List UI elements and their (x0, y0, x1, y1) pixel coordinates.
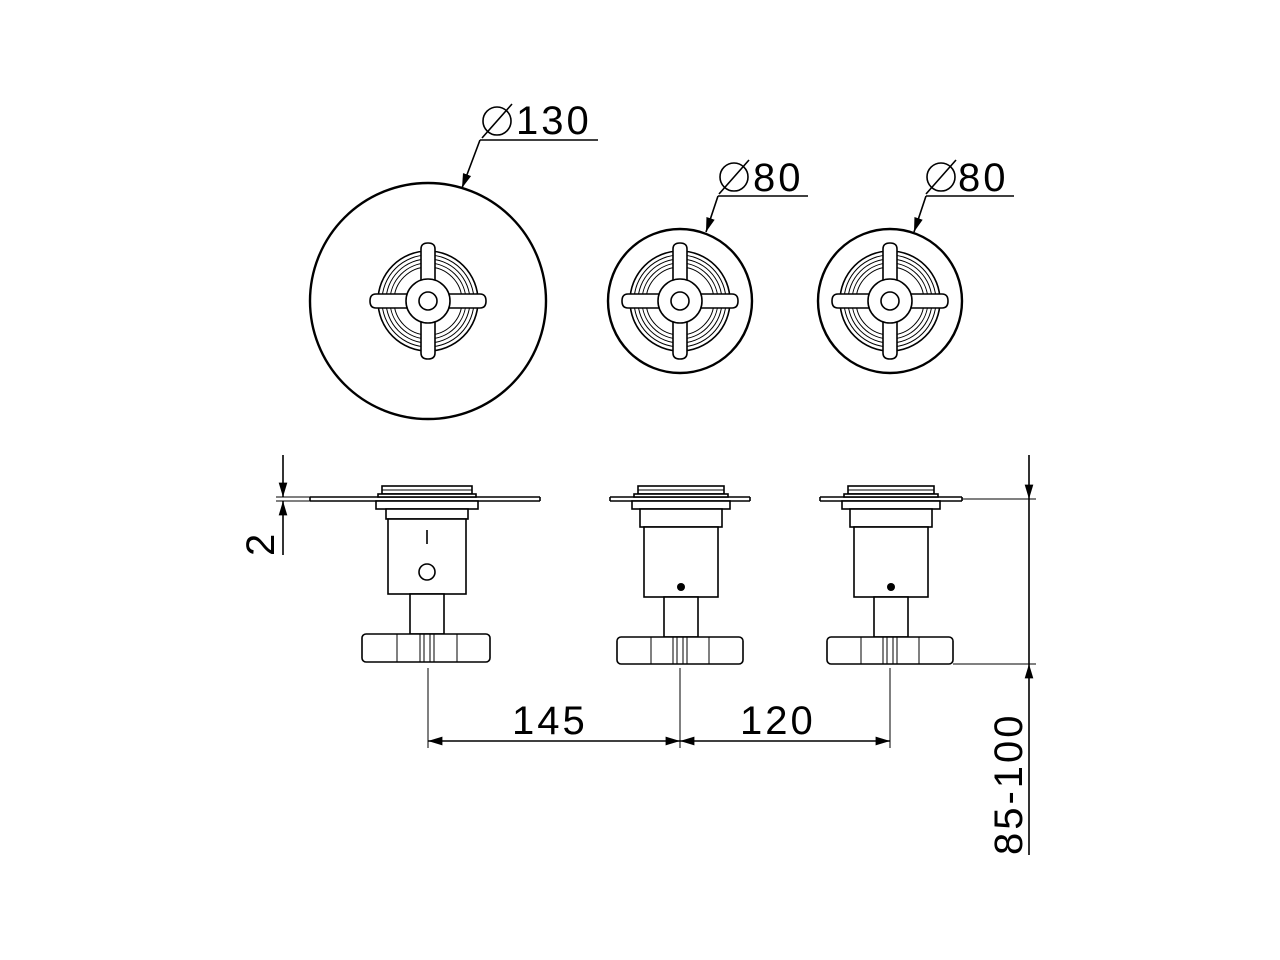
large-rosette (308, 181, 548, 421)
dimension-label-85-100: 85-100 (987, 712, 1031, 855)
dimension-label-120: 120 (740, 699, 816, 743)
dimension-label-d80-left: 80 (753, 156, 804, 200)
dimension-spacing: 145 (427, 668, 891, 748)
diameter-symbol-icon (925, 159, 957, 195)
small-rosette-left (606, 227, 754, 375)
valve-side-large (309, 485, 541, 663)
diameter-leader-80-left: 80 (705, 156, 808, 233)
dimension-label-d80-right: 80 (958, 156, 1009, 200)
diameter-symbol-icon (718, 159, 750, 195)
side-view: 2 145 120 85-100 (239, 455, 1036, 855)
dimension-label-d130: 130 (516, 99, 592, 143)
diameter-symbol-icon (481, 103, 513, 139)
dimension-label-2: 2 (239, 531, 283, 556)
diameter-leader-130: 130 (461, 99, 598, 189)
dimension-plate-thickness: 2 (239, 455, 310, 556)
valve-side-right (819, 485, 963, 665)
diameter-leader-80-right: 80 (913, 156, 1014, 233)
valve-side-middle (609, 485, 751, 665)
front-view: 130 80 80 (308, 99, 1014, 421)
dimension-wall-depth: 85-100 (953, 455, 1036, 855)
small-rosette-right (816, 227, 964, 375)
dimension-label-145: 145 (512, 699, 588, 743)
